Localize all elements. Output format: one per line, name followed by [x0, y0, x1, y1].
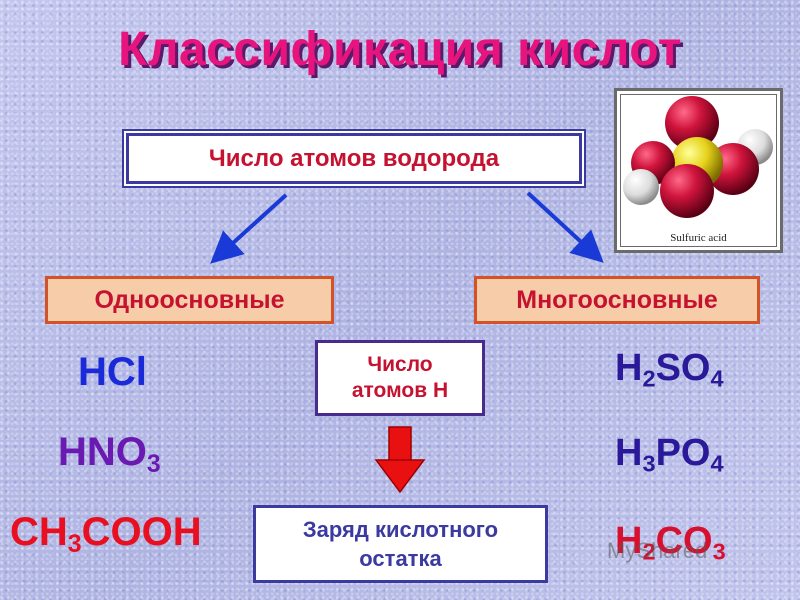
number-of-h-atoms-box: Число атомов Н [315, 340, 485, 416]
mid-line-2: атомов Н [351, 379, 449, 402]
page-title: Классификация кислот [118, 23, 682, 76]
formula-h3po4: H3PO4 [615, 432, 724, 477]
bottom-line-1: Заряд кислотного [302, 517, 499, 542]
acid-residue-charge-box: Заряд кислотного остатка [253, 505, 548, 583]
bottom-line-2: остатка [359, 546, 442, 571]
arrow-to-polybasic [526, 191, 604, 263]
sulfuric-acid-molecule-icon [623, 96, 773, 218]
molecule-caption: Sulfuric acid [670, 232, 727, 244]
monobasic-box: Одноосновные [45, 276, 334, 324]
watermark-text: MyShared [607, 538, 708, 563]
arrow-to-monobasic [210, 193, 288, 264]
hydrogen-atoms-box: Число атомов водорода [126, 133, 582, 184]
formula-hno3: HNO3 [58, 430, 161, 478]
formula-hcl: HCl [78, 350, 147, 394]
polybasic-box: Многоосновные [474, 276, 760, 324]
formula-ch3cooh: CH3COOH [10, 510, 202, 558]
formula-h2so4: H2SO4 [615, 347, 724, 392]
sulfuric-acid-molecule-image: Sulfuric acid [614, 88, 783, 253]
arrow-down-red [374, 426, 426, 494]
formula-h2co3: H2CO3 [615, 520, 726, 565]
mid-line-1: Число [367, 353, 433, 376]
